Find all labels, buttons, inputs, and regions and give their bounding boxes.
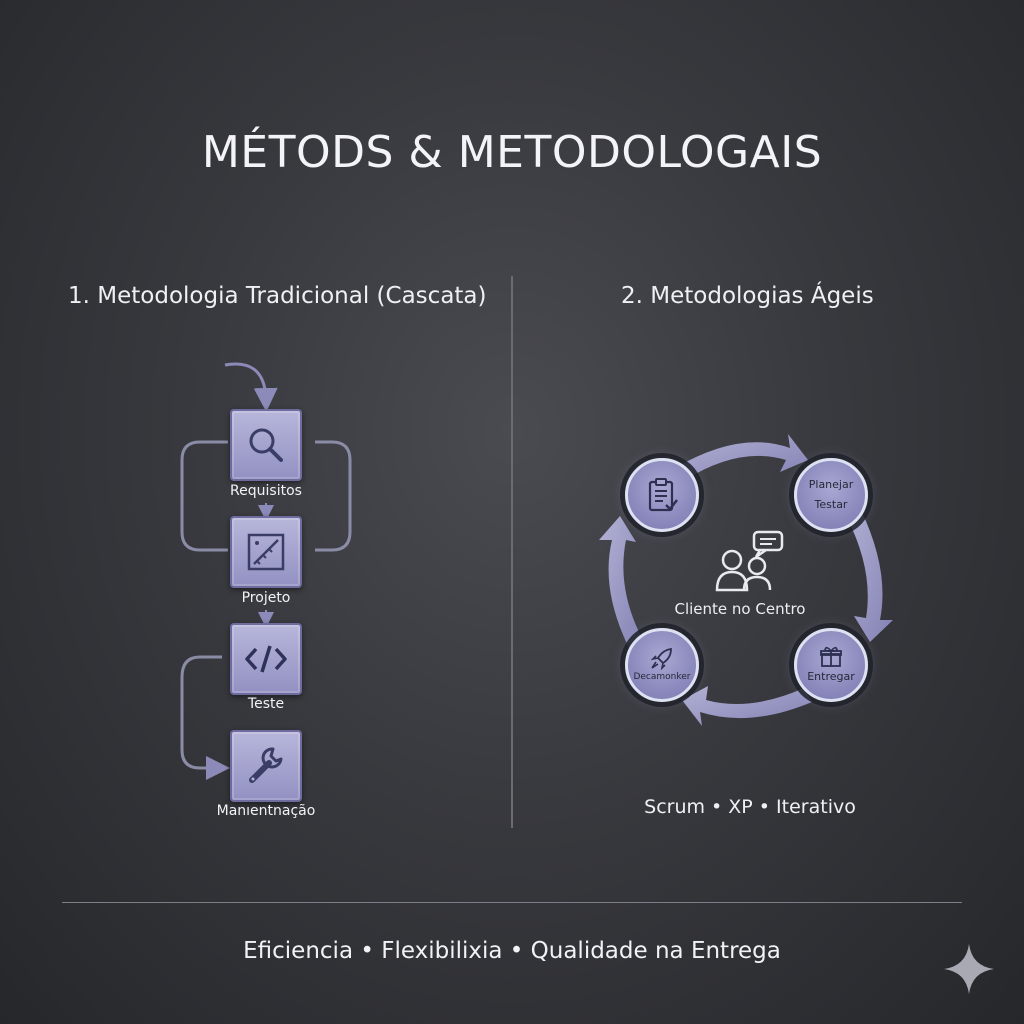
step-label-teste: Teste [247,696,285,712]
step-label-requisitos: Requisitos [230,483,302,499]
step-label-projeto: Projeto [241,590,291,606]
loop-arrow [180,655,230,780]
agile-node-planejar-testar: Planejar Testar [794,458,868,532]
code-brackets-icon [245,645,287,673]
right-bracket-connector [315,440,352,552]
cycle-arrow-right [846,508,893,642]
node-label-planejar: Planejar [808,478,854,491]
cycle-arrow-top [675,434,808,480]
left-bracket-connector [180,440,228,552]
rocket-icon [650,647,672,671]
step-label-manutencao: Manıentnação [216,803,316,819]
blueprint-ruler-icon [247,533,285,571]
cycle-arrow-bottom [682,686,812,726]
agile-methods-list: Scrum • XP • Iterativo [644,796,856,818]
magnifier-icon [249,428,283,462]
vertical-divider [511,276,513,828]
agile-node-entregar: Entregar [794,628,868,702]
node-label-entregar: Entregar [807,670,855,683]
agile-node-plan-doc [625,458,699,532]
teste-step [230,623,302,695]
traditional-heading: 1. Metodologia Tradicional (Cascata) [68,283,487,309]
team-chat-icon [715,530,784,592]
clipboard-checklist-icon [648,478,678,512]
manutencao-step [230,730,302,802]
agile-cycle-arrows [599,434,893,726]
horizontal-divider [62,902,962,903]
node-label-desenvolver: Decamonker [633,672,691,682]
wrench-icon [249,747,283,783]
node-label-testar: Testar [814,498,848,511]
footer-tagline: Eficiencia • Flexibilixia • Qualidade na… [243,938,781,964]
page-title: MÉTODS & METODOLOGAIS [201,127,823,179]
center-label: Cliente no Centro [674,600,806,618]
gift-icon [820,646,842,667]
requisitos-step [230,409,302,481]
entry-arrow [224,362,278,412]
sparkle-icon [944,944,994,994]
agile-heading: 2. Metodologias Ágeis [621,283,874,309]
agile-node-desenvolver: Decamonker [625,628,699,702]
cycle-arrow-left [599,516,644,650]
waterfall-connectors [180,362,352,780]
projeto-step [230,516,302,588]
